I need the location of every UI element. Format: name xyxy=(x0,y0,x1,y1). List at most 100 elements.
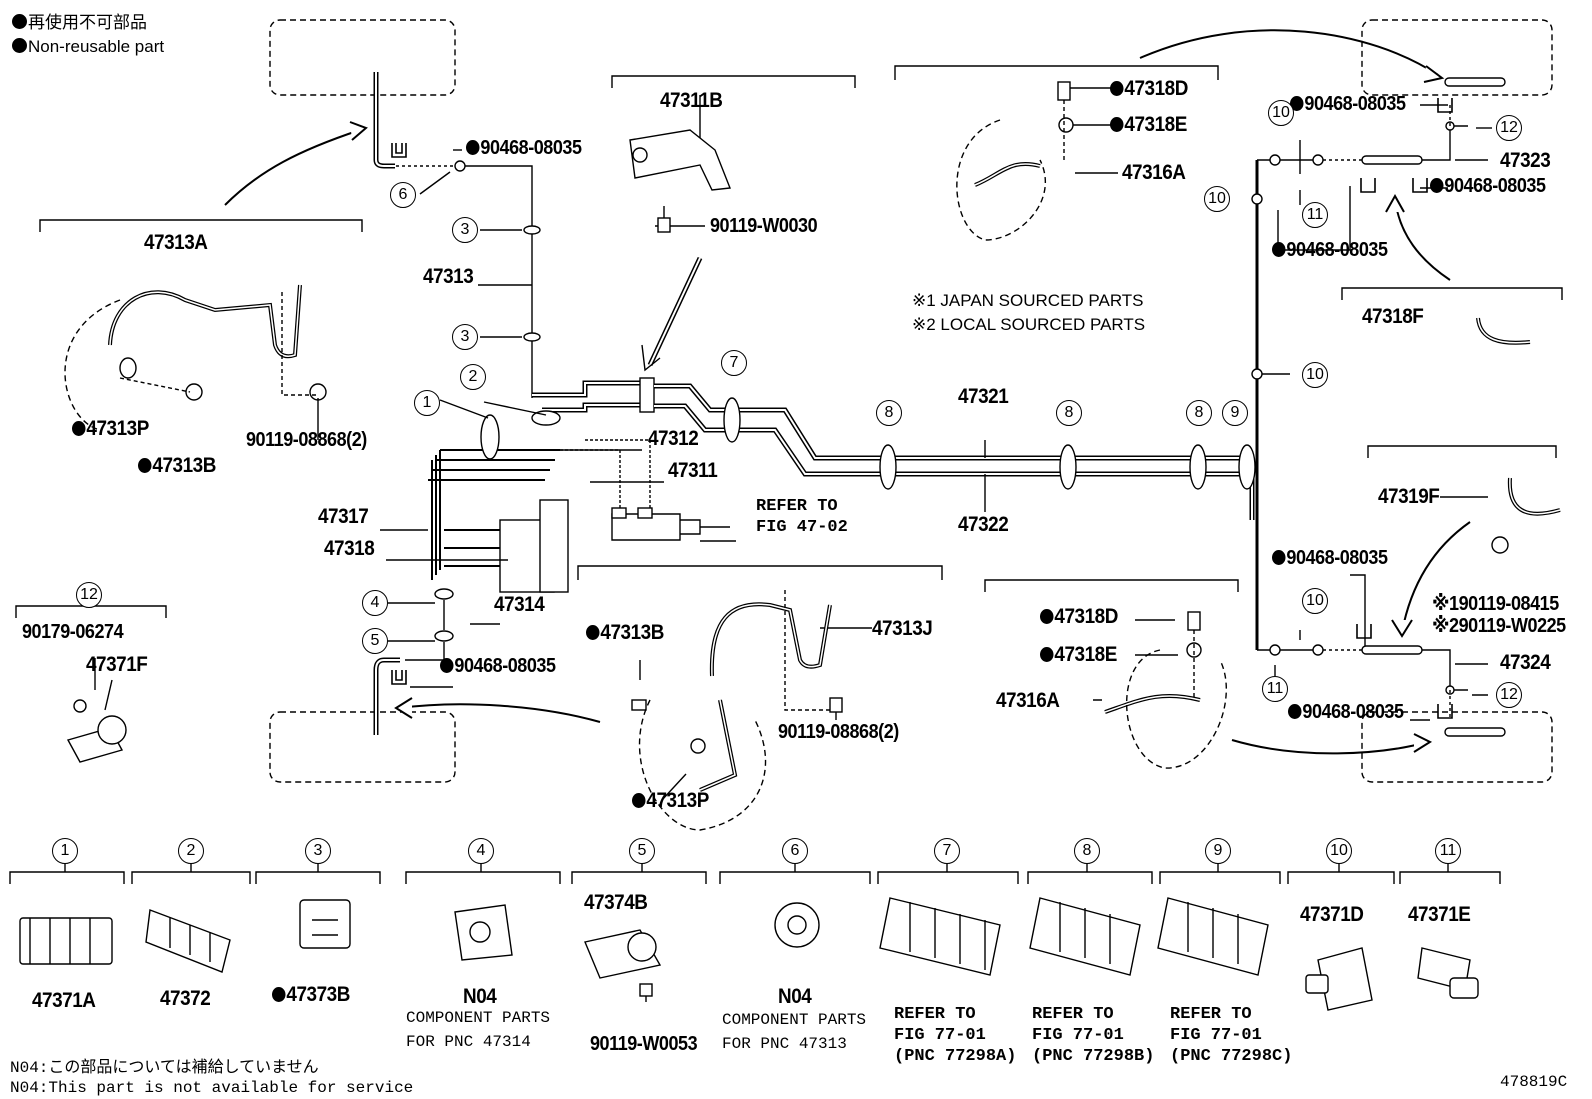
ref-8-line3: (PNC 77298B) xyxy=(1032,1047,1155,1066)
callout-11a: 11 xyxy=(1302,202,1328,228)
n04-47313: N04 xyxy=(778,985,812,1008)
part-90468-08035-r4[interactable]: 90468-08035 xyxy=(1272,548,1388,568)
callout-7: 7 xyxy=(721,350,747,376)
part-47371F[interactable]: 47371F xyxy=(86,653,148,676)
part-47318D-top[interactable]: 47318D xyxy=(1110,78,1188,99)
bottom-callout-4: 4 xyxy=(468,838,494,864)
ref-9-line3: (PNC 77298C) xyxy=(1170,1047,1293,1066)
legend-jp: 再使用不可部品 xyxy=(12,14,147,31)
bottom-callout-11: 11 xyxy=(1435,838,1461,864)
view-box-bottom-left xyxy=(269,711,456,783)
part-47316A-bot[interactable]: 47316A xyxy=(996,689,1060,712)
n04-47314-sub1: COMPONENT PARTS xyxy=(406,1009,551,1027)
part-47322[interactable]: 47322 xyxy=(958,513,1009,536)
part-47311[interactable]: 47311 xyxy=(668,459,718,482)
bottom-callout-2: 2 xyxy=(178,838,204,864)
part-90468-08035-r1[interactable]: 90468-08035 xyxy=(1290,94,1406,114)
footer-note-en: N04:This part is not available for servi… xyxy=(10,1079,414,1097)
figure-id: 478819C xyxy=(1500,1073,1568,1091)
part-47313J[interactable]: 47313J xyxy=(872,617,933,640)
part-47312[interactable]: 47312 xyxy=(648,427,699,450)
callout-10d: 10 xyxy=(1302,588,1328,614)
part-90468-08035-r5[interactable]: 90468-08035 xyxy=(1288,702,1404,722)
part-47318F[interactable]: 47318F xyxy=(1362,305,1424,328)
callout-4: 4 xyxy=(362,590,388,616)
part-47374B[interactable]: 47374B xyxy=(584,891,648,914)
part-90119-08868-mid[interactable]: 90119-08868(2) xyxy=(778,721,899,743)
callout-8b: 8 xyxy=(1056,400,1082,426)
bottom-callout-3: 3 xyxy=(305,838,331,864)
n04-47313-sub2: FOR PNC 47313 xyxy=(722,1035,847,1053)
part-90119-W0225[interactable]: ※290119-W0225 xyxy=(1432,615,1566,637)
part-47316A-top[interactable]: 47316A xyxy=(1122,161,1186,184)
part-47321[interactable]: 47321 xyxy=(958,385,1009,408)
part-47318[interactable]: 47318 xyxy=(324,537,375,560)
part-47314[interactable]: 47314 xyxy=(494,593,545,616)
part-47313A[interactable]: 47313A xyxy=(144,231,208,254)
part-90468-08035-r2[interactable]: 90468-08035 xyxy=(1430,176,1546,196)
part-47313P-mid[interactable]: 47313P xyxy=(632,790,709,811)
part-47313B-left[interactable]: 47313B xyxy=(138,455,216,476)
part-47373B[interactable]: 47373B xyxy=(272,984,350,1005)
part-90119-W0053[interactable]: 90119-W0053 xyxy=(590,1033,698,1055)
callout-1: 1 xyxy=(414,390,440,416)
callout-12a: 12 xyxy=(1496,115,1522,141)
callout-9: 9 xyxy=(1222,400,1248,426)
part-47319F[interactable]: 47319F xyxy=(1378,485,1440,508)
view-box-bottom-right xyxy=(1361,711,1553,783)
view-box-top-right xyxy=(1361,19,1553,96)
part-47313[interactable]: 47313 xyxy=(423,265,474,288)
bottom-callout-5: 5 xyxy=(629,838,655,864)
callout-12c: 12 xyxy=(76,582,102,608)
part-47318D-bot[interactable]: 47318D xyxy=(1040,606,1118,627)
ref-9-line1: REFER TO xyxy=(1170,1005,1252,1024)
refer-fig-47-02-line2[interactable]: FIG 47-02 xyxy=(756,518,848,537)
part-47317[interactable]: 47317 xyxy=(318,505,369,528)
callout-8c: 8 xyxy=(1186,400,1212,426)
part-47311B[interactable]: 47311B xyxy=(660,89,723,112)
callout-3a: 3 xyxy=(452,217,478,243)
bottom-callout-6: 6 xyxy=(782,838,808,864)
part-90179-06274[interactable]: 90179-06274 xyxy=(22,621,124,643)
part-90119-08415[interactable]: ※190119-08415 xyxy=(1432,593,1559,615)
part-47371A[interactable]: 47371A xyxy=(32,989,96,1012)
callout-10c: 10 xyxy=(1302,362,1328,388)
ref-7-line3: (PNC 77298A) xyxy=(894,1047,1017,1066)
refer-fig-47-02-line1: REFER TO xyxy=(756,497,838,516)
ref-7-line2[interactable]: FIG 77-01 xyxy=(894,1026,986,1045)
n04-47313-sub1: COMPONENT PARTS xyxy=(722,1011,867,1029)
ref-8-line2[interactable]: FIG 77-01 xyxy=(1032,1026,1124,1045)
part-47313B-mid[interactable]: 47313B xyxy=(586,622,664,643)
bracket-47318F xyxy=(1341,287,1563,300)
part-90119-W0030[interactable]: 90119-W0030 xyxy=(710,215,818,237)
n04-47314-sub2: FOR PNC 47314 xyxy=(406,1033,531,1051)
part-47372[interactable]: 47372 xyxy=(160,987,211,1010)
part-47324[interactable]: 47324 xyxy=(1500,651,1551,674)
part-47313P-left[interactable]: 47313P xyxy=(72,418,149,439)
bracket-47316A-bot xyxy=(984,579,1239,592)
part-47323[interactable]: 47323 xyxy=(1500,149,1551,172)
callout-6: 6 xyxy=(390,182,416,208)
ref-8-line1: REFER TO xyxy=(1032,1005,1114,1024)
part-90468-08035-r3[interactable]: 90468-08035 xyxy=(1272,240,1388,260)
callout-10b: 10 xyxy=(1204,186,1230,212)
callout-2: 2 xyxy=(460,364,486,390)
part-90468-08035-top[interactable]: 90468-08035 xyxy=(466,138,582,158)
bracket-47319F xyxy=(1367,445,1557,458)
callout-3b: 3 xyxy=(452,324,478,350)
part-47371E[interactable]: 47371E xyxy=(1408,903,1471,926)
part-47318E-bot[interactable]: 47318E xyxy=(1040,644,1117,665)
ref-7-line1: REFER TO xyxy=(894,1005,976,1024)
callout-12b: 12 xyxy=(1496,682,1522,708)
ref-9-line2[interactable]: FIG 77-01 xyxy=(1170,1026,1262,1045)
bracket-47316A-top xyxy=(894,65,1219,80)
part-47371D[interactable]: 47371D xyxy=(1300,903,1364,926)
note-japan-sourced: ※1 JAPAN SOURCED PARTS xyxy=(912,291,1144,310)
part-47318E-top[interactable]: 47318E xyxy=(1110,114,1187,135)
bracket-47313A xyxy=(39,219,363,232)
legend-en: Non-reusable part xyxy=(12,38,164,55)
part-90119-08868-left[interactable]: 90119-08868(2) xyxy=(246,429,367,451)
part-90468-08035-mid[interactable]: 90468-08035 xyxy=(440,656,556,676)
view-box-top-left xyxy=(269,19,456,96)
